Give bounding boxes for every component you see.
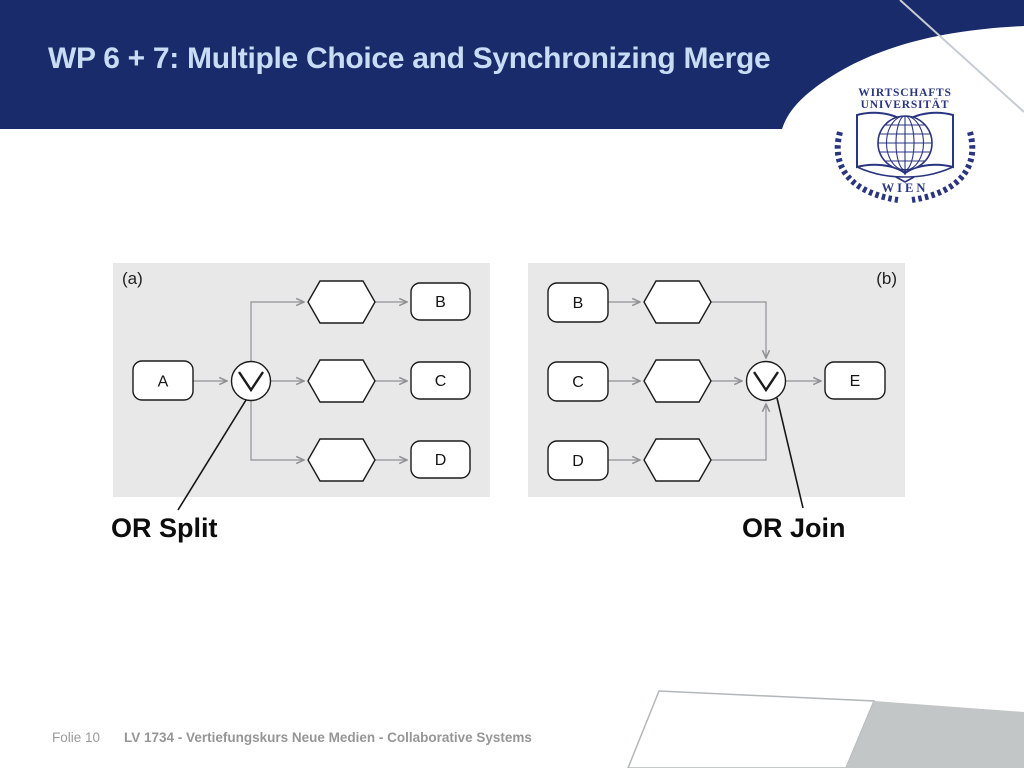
node-a-label: A bbox=[158, 374, 169, 391]
or-join-label: OR Join bbox=[742, 513, 846, 543]
or-split-operator bbox=[230, 360, 272, 402]
node-b-label: B bbox=[573, 295, 584, 312]
node-d bbox=[410, 440, 471, 479]
panel-a-label: (a) bbox=[122, 269, 143, 288]
logo-name-line2: UNIVERSITÄT bbox=[861, 97, 950, 111]
condition-hexagon bbox=[643, 438, 712, 482]
laurel-wreath-icon bbox=[834, 131, 976, 203]
or-split-label: OR Split bbox=[111, 513, 218, 543]
panel-b-connectors bbox=[608, 302, 821, 460]
footer-slide-number: Folie 10 bbox=[52, 730, 101, 745]
panel-a: (a) A B bbox=[113, 263, 490, 497]
panel-b-label: (b) bbox=[876, 269, 897, 288]
logo-city: WIEN bbox=[882, 181, 929, 195]
node-c-label: C bbox=[435, 373, 447, 390]
header-band bbox=[0, 0, 1024, 129]
footer: Folie 10 LV 1734 - Vertiefungskurs Neue … bbox=[52, 730, 532, 745]
node-c bbox=[547, 361, 609, 402]
panel-a-connectors bbox=[193, 302, 407, 460]
node-e-label: E bbox=[850, 373, 861, 390]
node-b bbox=[410, 282, 471, 321]
node-c-label: C bbox=[572, 374, 584, 391]
or-join-operator bbox=[745, 360, 787, 402]
node-b bbox=[547, 282, 609, 323]
condition-hexagon bbox=[643, 359, 712, 403]
logo-name-line1: WIRTSCHAFTS bbox=[858, 87, 951, 99]
wu-wien-logo: WIRTSCHAFTS UNIVERSITÄT bbox=[834, 87, 976, 203]
slide-title: WP 6 + 7: Multiple Choice and Synchroniz… bbox=[48, 42, 771, 75]
or-operator-icon bbox=[753, 371, 779, 393]
bottom-right-outline-shape bbox=[627, 690, 876, 768]
globe-icon bbox=[877, 115, 933, 171]
or-operator-icon bbox=[238, 371, 264, 393]
node-d-label: D bbox=[572, 453, 584, 470]
bottom-right-gray-shape bbox=[846, 701, 1024, 768]
condition-hexagon bbox=[307, 359, 376, 403]
panel-b: (b) B C bbox=[528, 263, 905, 497]
node-c bbox=[410, 361, 471, 400]
condition-hexagon bbox=[307, 280, 376, 324]
footer-course-title: LV 1734 - Vertiefungskurs Neue Medien - … bbox=[124, 730, 532, 745]
node-a bbox=[132, 360, 194, 401]
top-right-accent-line bbox=[899, 0, 1024, 113]
condition-hexagon bbox=[643, 280, 712, 324]
node-e bbox=[824, 361, 886, 400]
node-d bbox=[547, 440, 609, 481]
panel-a-diagram: (a) A B bbox=[122, 269, 471, 482]
panel-b-diagram: (b) B C bbox=[547, 269, 897, 482]
node-b-label: B bbox=[435, 294, 446, 311]
node-d-label: D bbox=[435, 452, 447, 469]
condition-hexagon bbox=[307, 438, 376, 482]
